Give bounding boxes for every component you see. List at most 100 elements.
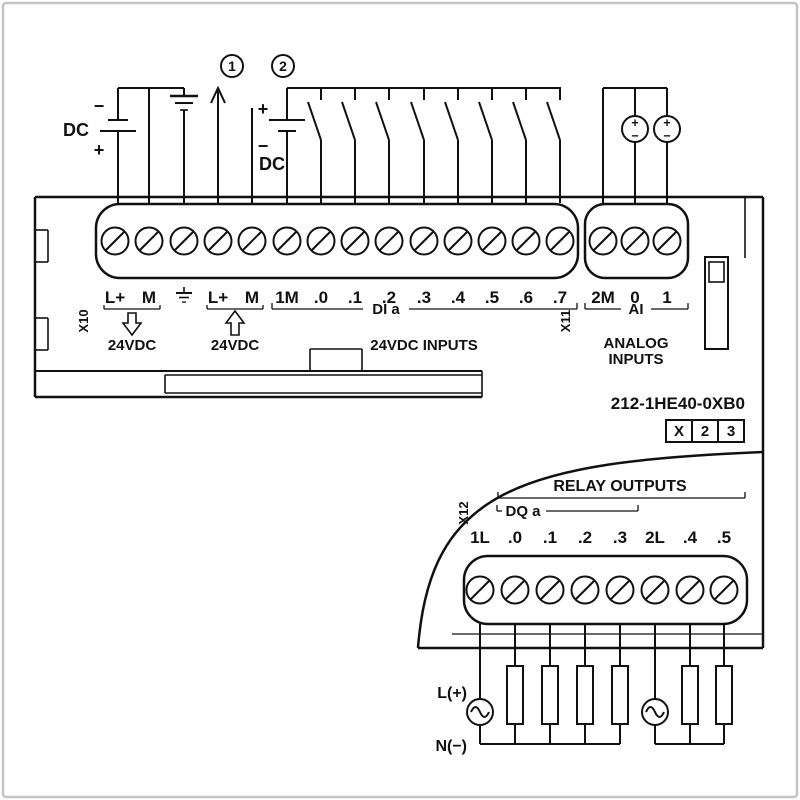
terminal-block-upper [94, 202, 580, 280]
screw-terminal [709, 575, 739, 605]
ai-group-label: AI [629, 301, 644, 318]
input-switch-icon [546, 87, 561, 204]
terminal-label: .5 [717, 528, 731, 547]
relay-outputs-title: RELAY OUTPUTS [553, 478, 687, 495]
screw-terminal [605, 575, 635, 605]
screw-terminal [203, 226, 233, 256]
input-switch-icon [410, 87, 425, 204]
terminal-label: .3 [417, 288, 431, 307]
load-icon [541, 665, 559, 725]
inputs-label: 24VDC INPUTS [370, 337, 478, 354]
callout-2-number: 2 [279, 58, 287, 74]
neutral-label: N(−) [435, 738, 467, 755]
dc-power-source: DC − + [63, 87, 184, 203]
relay-annotations: RELAY OUTPUTS X12 DQ a 1L .0 .1 .2 .3 2L… [456, 478, 746, 547]
load-icon [576, 665, 594, 725]
load-icon [506, 665, 524, 725]
screw-terminal [409, 226, 439, 256]
option-box-label: 2 [701, 423, 709, 440]
screw-terminal [169, 226, 199, 256]
terminal-label: L+ [105, 288, 125, 307]
di-group-label: DI a [372, 301, 400, 318]
terminal-label: 2L [645, 528, 665, 547]
screw-terminal [675, 575, 705, 605]
plus-sign: + [631, 116, 638, 130]
minus-sign: − [94, 96, 105, 116]
screw-terminal [100, 226, 130, 256]
terminal-block-relay [462, 554, 749, 626]
terminal-label: M [142, 288, 156, 307]
terminal-label: .0 [508, 528, 522, 547]
port-x12-label: X12 [456, 501, 471, 524]
screw-terminal [620, 226, 650, 256]
battery-icon [269, 119, 305, 132]
terminal-block-analog [583, 202, 690, 280]
analog-voltage-source-icon: + − [621, 115, 649, 143]
analog-inputs-label-1: ANALOG [604, 335, 669, 352]
screw-terminal [640, 575, 670, 605]
screw-terminal [500, 575, 530, 605]
screw-terminal [535, 575, 565, 605]
article-number: 212-1HE40-0XB0 [611, 394, 745, 413]
screw-terminal [477, 226, 507, 256]
terminal-label: 0 [630, 288, 639, 307]
minus-sign: − [631, 129, 638, 143]
module-case-lower [416, 450, 764, 650]
upper-annotations: X10 24VDC 24VDC DI a 24VDC INPUTS X11 AI… [76, 301, 689, 368]
screw-terminal [588, 226, 618, 256]
terminal-label: .2 [578, 528, 592, 547]
screw-terminal [570, 575, 600, 605]
screw-terminal [272, 226, 302, 256]
screw-terminal [340, 226, 370, 256]
callout-1-number: 1 [228, 58, 236, 74]
screw-terminal [511, 226, 541, 256]
terminal-label: .6 [519, 288, 533, 307]
screw-terminal [306, 226, 336, 256]
supply-voltage-label: 24VDC [108, 337, 157, 354]
port-x10-label: X10 [76, 309, 91, 332]
relay-output-wiring: L(+) N(−) [435, 624, 733, 755]
side-slot [704, 256, 729, 350]
terminal-label: .0 [314, 288, 328, 307]
screw-terminal [237, 226, 267, 256]
load-icon [715, 665, 733, 725]
module-case-upper [33, 195, 765, 648]
down-arrow-icon [121, 312, 143, 337]
screw-terminal [652, 226, 682, 256]
sensor-supply-wire [210, 85, 253, 203]
line-voltage-label: L(+) [437, 685, 467, 702]
terminal-label: 1M [275, 288, 299, 307]
input-switch-icon [375, 87, 390, 204]
ground-terminal-icon [176, 287, 192, 303]
input-switch-icon [478, 87, 493, 204]
analog-voltage-source-icon: + − [653, 115, 681, 143]
article-number-group: 212-1HE40-0XB0 X 2 3 [611, 394, 745, 443]
screw-terminal [134, 226, 164, 256]
option-box-label: X [674, 423, 684, 440]
screw-terminal [545, 226, 575, 256]
input-supply-source: + − DC [258, 88, 305, 203]
terminal-label: 1L [470, 528, 490, 547]
dq-group-label: DQ a [505, 503, 541, 520]
plus-sign: + [94, 140, 105, 160]
di-a-bracket: DI a [271, 301, 578, 318]
dq-a-bracket: DQ a [496, 503, 639, 520]
option-box-label: 3 [727, 423, 735, 440]
terminal-label: .3 [613, 528, 627, 547]
dc-label: DC [63, 120, 89, 140]
screw-terminal [443, 226, 473, 256]
terminal-label: M [245, 288, 259, 307]
terminal-label: .4 [451, 288, 466, 307]
earth-ground-icon [170, 88, 198, 203]
load-icon [611, 665, 629, 725]
up-arrow-icon [224, 309, 246, 336]
battery-icon [100, 119, 136, 132]
input-switch-icon [512, 87, 527, 204]
minus-sign: − [258, 136, 269, 156]
input-switch-icon [307, 87, 322, 204]
upper-terminal-labels: L+ M L+ M 1M .0 .1 .2 .3 .4 .5 .6 .7 2M … [105, 287, 672, 307]
terminal-label: .1 [543, 528, 557, 547]
screw-terminal [374, 226, 404, 256]
